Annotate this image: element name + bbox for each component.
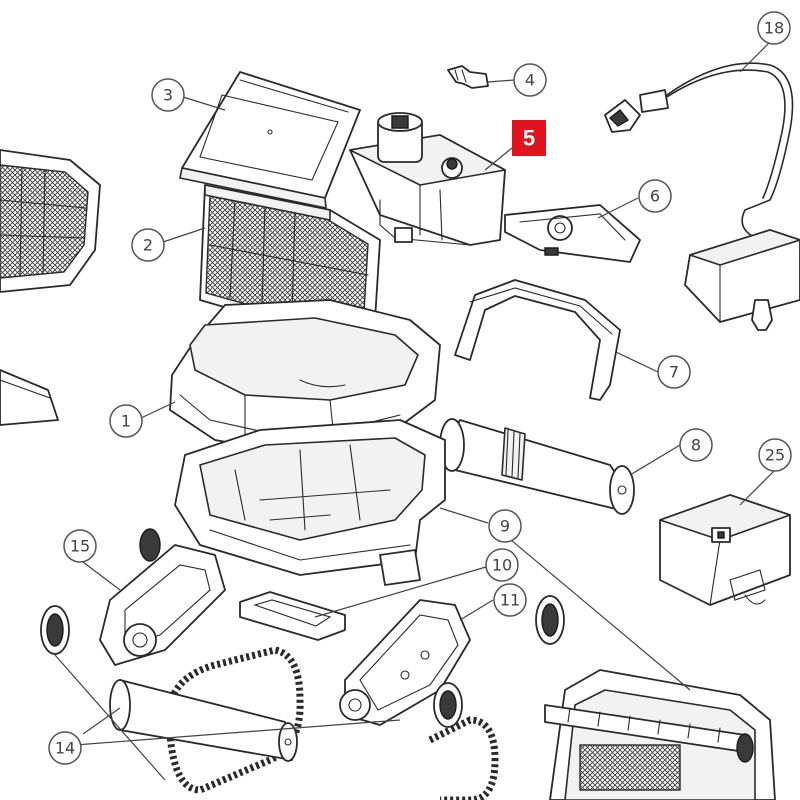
filter-lid-part-3	[179, 71, 361, 209]
callout-9-label: 9	[500, 517, 510, 536]
callout-8: 8	[679, 428, 713, 462]
callout-2: 2	[131, 228, 165, 262]
drive-plate-part-6	[504, 204, 641, 263]
callout-7: 7	[657, 355, 691, 389]
power-supply-box	[684, 229, 800, 331]
callout-25: 25	[758, 438, 792, 472]
right-side-frame-part-11	[339, 599, 471, 726]
callout-4-label: 4	[525, 71, 535, 90]
callout-6-label: 6	[650, 187, 660, 206]
callout-15: 15	[63, 529, 97, 563]
highlight-callout-5: 5	[512, 120, 546, 156]
callout-14: 14	[48, 731, 82, 765]
callout-10: 10	[485, 548, 519, 582]
motor-unit-part-5	[349, 112, 506, 246]
roller-brush-part-8	[439, 418, 635, 515]
callout-3: 3	[151, 78, 185, 112]
callout-2-label: 2	[143, 236, 153, 255]
callout-11: 11	[493, 583, 527, 617]
callout-11-label: 11	[500, 591, 520, 610]
left-side-frame-part-15	[99, 528, 226, 666]
callout-6: 6	[638, 179, 672, 213]
callout-3-label: 3	[163, 86, 173, 105]
chassis-part-9	[174, 419, 446, 586]
track-right	[428, 716, 499, 800]
underside-view	[544, 669, 776, 800]
track-left	[165, 646, 304, 794]
callout-25-label: 25	[765, 446, 785, 465]
leader-lines	[54, 41, 776, 781]
control-box-part-25	[659, 494, 791, 606]
callout-1-label: 1	[121, 412, 131, 431]
callout-18-label: 18	[764, 19, 784, 38]
callout-1: 1	[109, 404, 143, 438]
callout-14-label: 14	[55, 739, 75, 758]
wheel-center	[433, 682, 463, 728]
wheel-left	[40, 605, 70, 655]
callout-10-label: 10	[492, 556, 512, 575]
handle-part-7	[454, 279, 621, 401]
clip-part-4	[447, 65, 489, 89]
wheel-right	[535, 595, 565, 645]
side-flap-piece	[0, 369, 59, 426]
callout-9: 9	[488, 509, 522, 543]
roller-part-14	[109, 679, 298, 762]
callout-8-label: 8	[691, 436, 701, 455]
gasket-plate-part-10	[239, 591, 346, 641]
callout-15-label: 15	[70, 537, 90, 556]
filter-basket-part-2	[199, 184, 381, 336]
highlight-box	[512, 120, 546, 156]
power-cable-part-18	[604, 62, 794, 241]
side-filter-panel	[0, 149, 101, 293]
callout-4: 4	[513, 63, 547, 97]
highlight-label: 5	[523, 126, 535, 151]
callout-7-label: 7	[669, 363, 679, 382]
callout-18: 18	[757, 11, 791, 45]
